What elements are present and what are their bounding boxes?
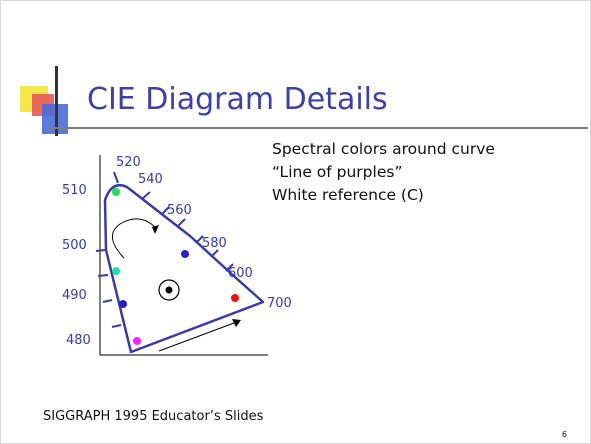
wavelength-label: 600 [228,266,253,281]
tick-mark [210,249,219,258]
tick-mark [225,263,234,272]
wavelength-label: 500 [62,238,87,253]
tick-mark [177,218,186,227]
white-point-dot [165,286,173,294]
cie-diagram: 520 540 560 580 600 700 510 500 490 480 [62,155,292,356]
wavelength-label: 560 [167,203,192,218]
purple-line-arrow [158,322,235,352]
wavelength-label: 490 [62,288,87,303]
tick-mark [111,324,122,328]
wavelength-label: 540 [138,172,163,187]
wavelength-label: 700 [267,296,292,311]
page-number: 6 [561,430,567,439]
blue-dot [119,300,127,308]
white-point-ring [158,279,180,301]
purple-line-arrowhead [232,319,241,327]
bullet-item: Spectral colors around curve [272,140,495,158]
wavelength-label: 480 [66,333,91,348]
tick-mark [161,206,170,215]
tick-mark [113,171,119,184]
logo-vertical-bar [55,66,58,136]
wavelength-ticks [95,171,234,328]
magenta-dot [133,337,141,345]
bullet-item: White reference (C) [272,186,424,204]
tick-mark [195,235,204,244]
wavelength-label: 520 [116,155,141,170]
wavelength-label: 580 [202,236,227,251]
cyan-dot [112,267,120,275]
red-dot [231,294,239,302]
bullet-list: Spectral colors around curve “Line of pu… [272,138,495,207]
title-underline [48,127,588,129]
circulation-arrowhead [152,225,159,234]
green-dot [112,188,120,196]
tick-mark [102,299,113,303]
slide-logo-decoration [20,66,68,136]
spectral-locus-curve [103,183,265,354]
bullet-item: “Line of purples” [272,163,403,181]
blue-dot [181,250,189,258]
wavelength-label: 510 [62,183,87,198]
tick-mark [95,249,106,252]
circulation-arrow [112,218,157,259]
tick-mark [97,274,109,277]
slide-footer: SIGGRAPH 1995 Educator’s Slides [43,409,264,424]
tick-mark [141,191,151,200]
slide-title: CIE Diagram Details [87,82,388,117]
